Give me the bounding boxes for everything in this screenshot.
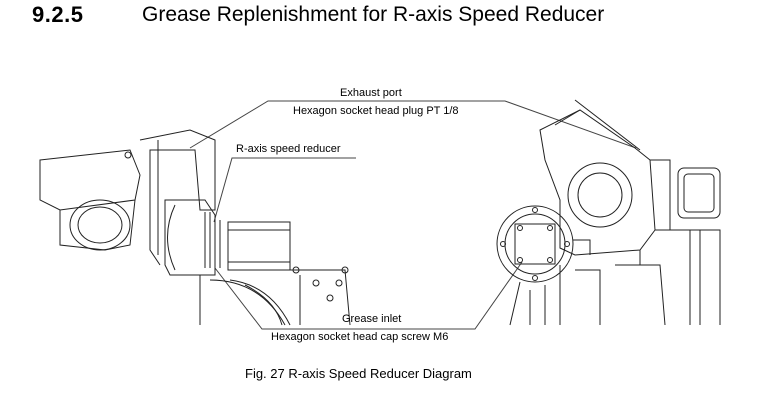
inlet-screw-label: Hexagon socket head cap screw M6 <box>271 331 449 343</box>
figure-caption: Fig. 27 R-axis Speed Reducer Diagram <box>245 366 472 381</box>
leader-lines <box>189 100 637 330</box>
left-robot-view <box>39 129 351 326</box>
right-robot-view <box>496 99 721 326</box>
r-axis-reducer-label: R-axis speed reducer <box>236 143 341 155</box>
exhaust-port-label: Exhaust port <box>340 87 402 99</box>
exhaust-plug-label: Hexagon socket head plug PT 1/8 <box>293 105 459 117</box>
section-number: 9.2.5 <box>32 2 84 27</box>
section-title: Grease Replenishment for R-axis Speed Re… <box>142 3 605 26</box>
grease-inlet-label: Grease inlet <box>342 313 402 325</box>
